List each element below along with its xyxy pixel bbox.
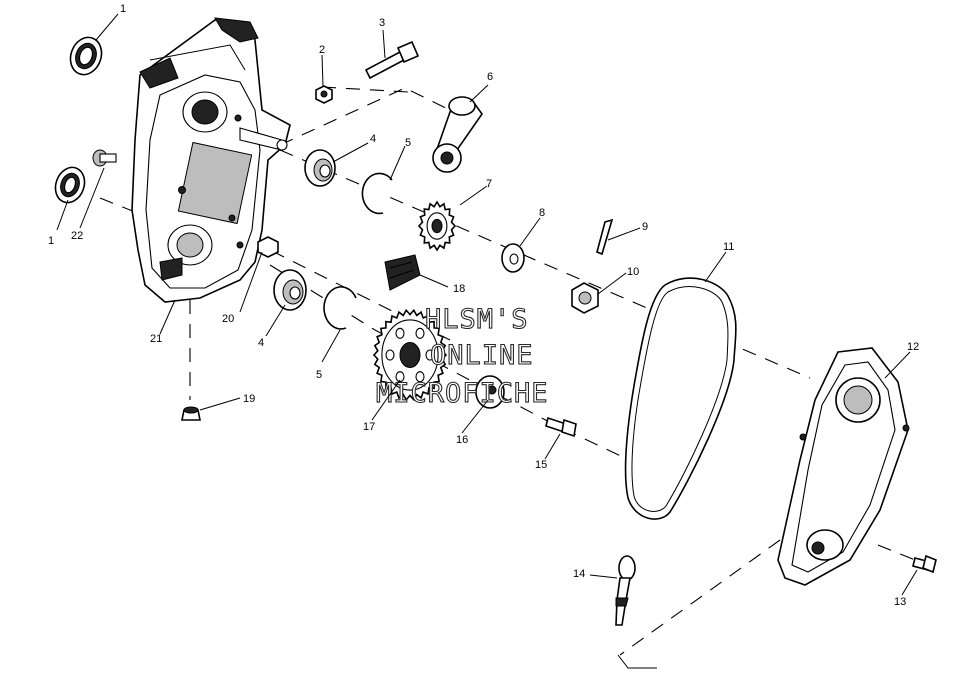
assembly-lines	[99, 86, 921, 669]
callout-8: 8	[539, 207, 545, 219]
callout-1-upper: 1	[120, 3, 126, 15]
callout-15: 15	[535, 459, 547, 471]
snap-ring-lower	[323, 286, 357, 330]
nut-small	[315, 85, 333, 104]
callout-6: 6	[487, 71, 493, 83]
bolt-long	[364, 40, 420, 80]
callout-4-upper: 4	[370, 133, 376, 145]
bearing-lower	[273, 269, 307, 311]
watermark-line-2: ONLINE	[430, 340, 534, 371]
callout-7: 7	[486, 178, 492, 190]
watermark-line-3: MICROFICHE	[376, 378, 549, 409]
dipstick	[615, 555, 636, 626]
callout-9: 9	[642, 221, 648, 233]
callout-16: 16	[456, 434, 468, 446]
callout-3: 3	[379, 17, 385, 29]
castle-nut	[571, 282, 599, 314]
bearing-upper	[304, 149, 336, 187]
sprocket-large	[372, 308, 448, 402]
chaincase-cover	[777, 347, 910, 586]
seal-lower	[54, 166, 86, 204]
bolt-15	[545, 416, 577, 438]
callout-11: 11	[723, 241, 734, 253]
callout-10: 10	[627, 266, 639, 278]
callout-17: 17	[363, 421, 375, 433]
callout-22: 22	[71, 230, 83, 242]
washer-8	[501, 243, 525, 273]
drain-plug	[181, 406, 201, 421]
cotter-pin	[596, 218, 614, 256]
callout-1-lower: 1	[48, 235, 54, 247]
callout-5-upper: 5	[405, 137, 411, 149]
chaincase-housing	[131, 17, 291, 303]
callout-14: 14	[573, 568, 585, 580]
callout-labels: 1 1 2 3 4 4 5 5 6 7 8 9 10 11 12 13 14 1…	[48, 3, 919, 608]
nut-20	[257, 236, 279, 258]
gasket	[624, 277, 737, 520]
callout-12: 12	[907, 341, 919, 353]
tensioner-arm	[432, 96, 483, 173]
drive-chain	[384, 254, 421, 291]
seal-upper	[69, 36, 103, 76]
callout-13: 13	[894, 596, 906, 608]
bolt-13	[912, 554, 937, 574]
callout-19: 19	[243, 393, 255, 405]
callout-20: 20	[222, 313, 234, 325]
watermark: HLSM'S ONLINE MICROFICHE	[375, 303, 549, 409]
leader-lines	[56, 13, 918, 596]
callout-2: 2	[319, 44, 325, 56]
sprocket-small	[417, 200, 457, 252]
watermark-line-1: HLSM'S	[425, 304, 529, 335]
snap-ring-upper	[361, 172, 393, 215]
callout-4-lower: 4	[258, 337, 264, 349]
callout-5-lower: 5	[316, 369, 322, 381]
callout-18: 18	[453, 283, 465, 295]
pin-part	[92, 149, 117, 167]
washer-16	[475, 375, 505, 409]
callout-21: 21	[150, 333, 162, 345]
